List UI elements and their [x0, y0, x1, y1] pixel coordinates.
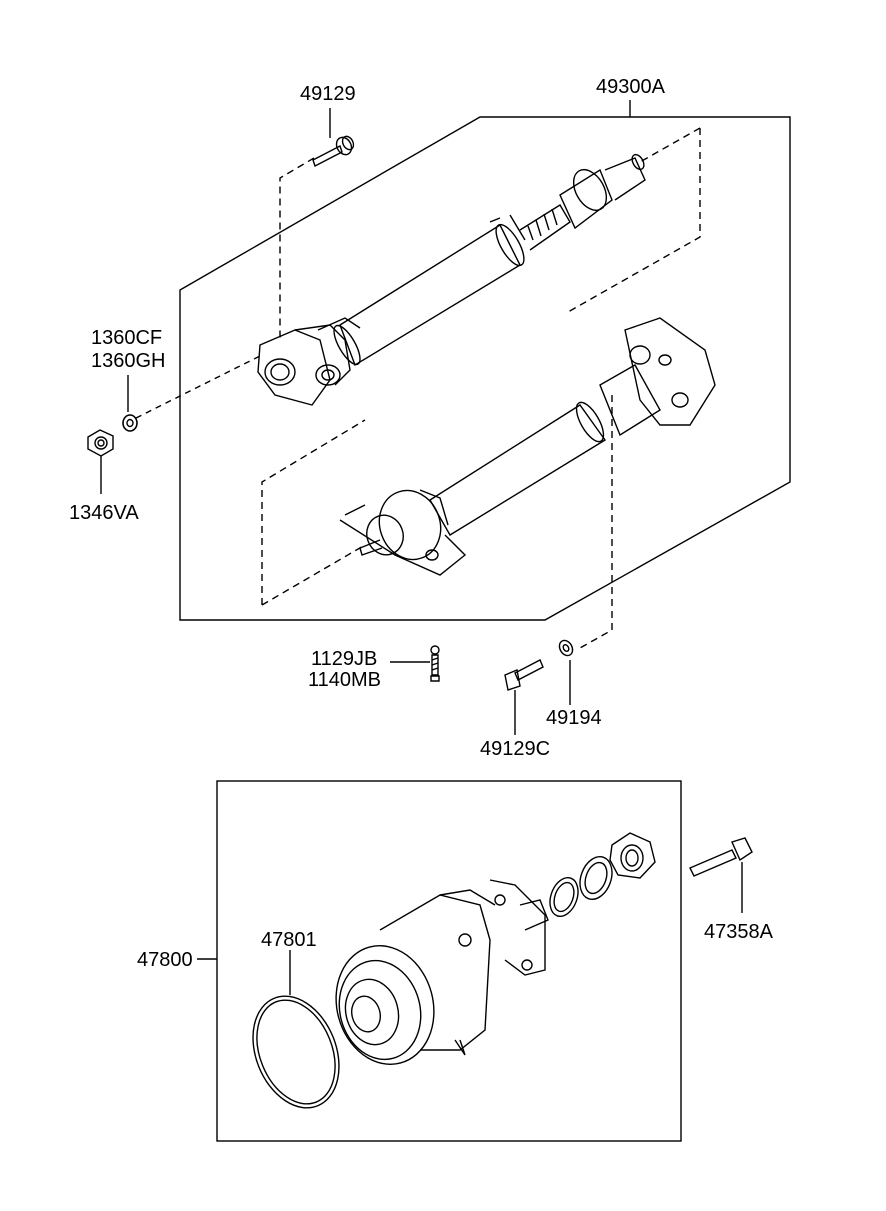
nut-1346VA [87, 429, 114, 457]
bolt-49129 [312, 135, 355, 167]
rear-shaft-dashed-box [261, 395, 613, 649]
label-47358A: 47358A [704, 921, 773, 943]
rear-propeller-shaft [339, 317, 716, 576]
label-47800: 47800 [137, 949, 193, 971]
washer-49194 [558, 639, 574, 657]
bolt-47358A [689, 837, 753, 877]
label-1360GH: 1360GH [91, 350, 166, 372]
label-49129C: 49129C [480, 738, 551, 760]
front-propeller-shaft [257, 153, 646, 406]
label-1140MB: 1140MB [308, 669, 382, 691]
washer-1360 [122, 414, 138, 432]
label-49300A: 49300A [596, 76, 665, 98]
snap-ring [549, 876, 579, 918]
washer-dashed-line [135, 354, 263, 419]
lock-nut [609, 832, 656, 879]
o-ring-47801 [252, 995, 340, 1109]
washer-ring [579, 855, 613, 901]
label-1346VA: 1346VA [69, 502, 139, 524]
propeller-shaft-outline [179, 116, 791, 621]
label-1360CF: 1360CF [91, 327, 163, 349]
label-49194: 49194 [546, 707, 602, 729]
bolt-49129C [504, 659, 544, 691]
bolt-1129JB [430, 645, 440, 682]
coupling-assembly [335, 879, 549, 1065]
differential-box [216, 780, 682, 1142]
label-47801: 47801 [261, 929, 317, 951]
bolt-dashed-line [279, 157, 315, 340]
label-1129JB: 1129JB [311, 648, 378, 670]
front-shaft-dashed-box [567, 127, 701, 313]
label-49129: 49129 [300, 83, 356, 105]
